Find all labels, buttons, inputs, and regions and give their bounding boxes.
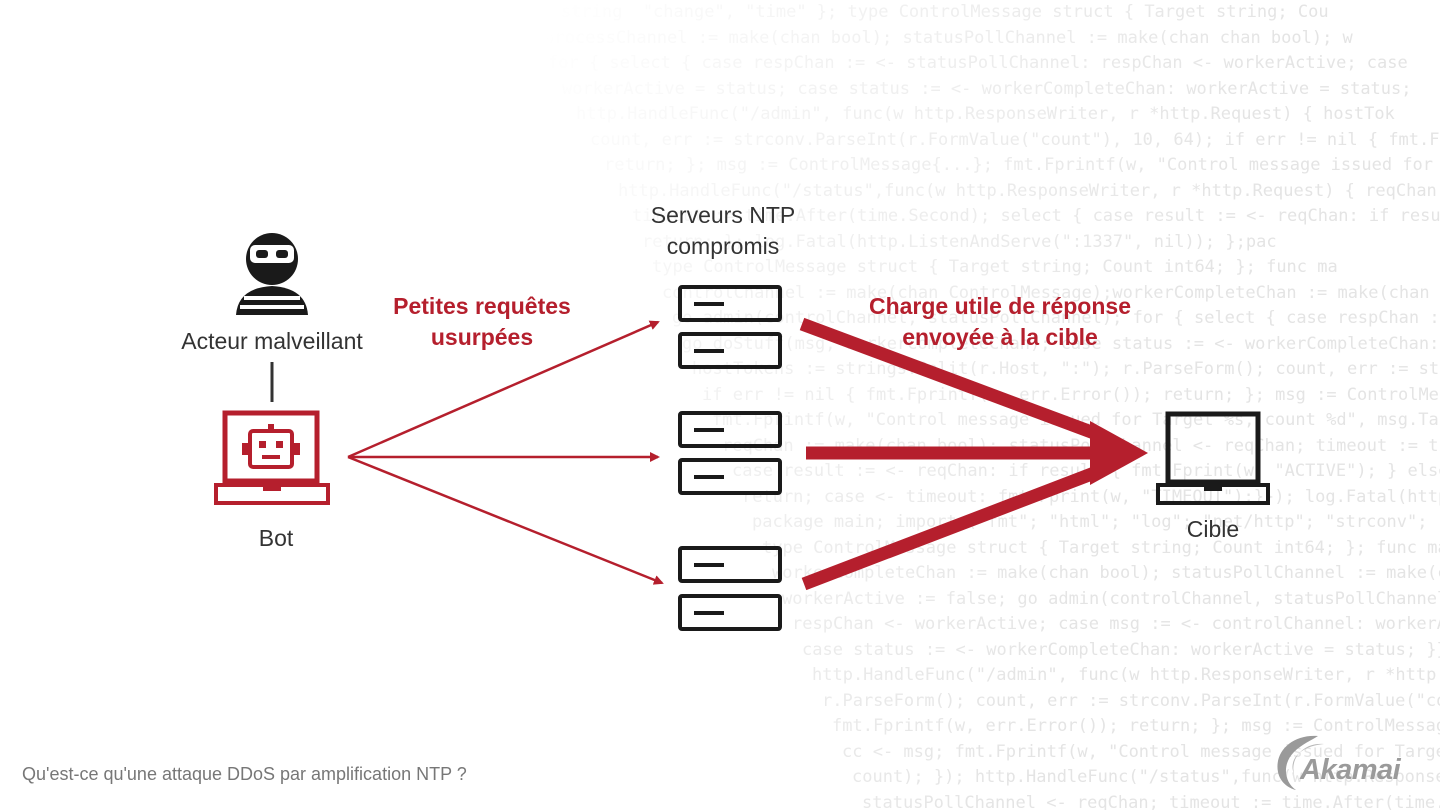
requests-label-line2: usurpées bbox=[430, 324, 534, 350]
laptop-icon bbox=[1156, 411, 1270, 505]
logo-wave-icon bbox=[1277, 735, 1324, 790]
requests-label: Petites requêtes usurpées bbox=[362, 291, 602, 353]
server-rack-icon bbox=[678, 546, 782, 631]
request-arrow-top bbox=[347, 320, 660, 459]
spoofed-request-arrows bbox=[347, 320, 664, 585]
requests-label-line1: Petites requêtes bbox=[393, 293, 571, 319]
hooded-attacker-icon bbox=[236, 233, 308, 315]
servers-label: Serveurs NTP compromis bbox=[610, 200, 836, 262]
laptop-robot-icon bbox=[214, 410, 330, 505]
servers-label-line1: Serveurs NTP bbox=[650, 202, 796, 228]
caption: Qu'est-ce qu'une attaque DDoS par amplif… bbox=[22, 764, 467, 784]
request-arrow-bottom bbox=[347, 455, 664, 585]
payload-label: Charge utile de réponse envoyée à la cib… bbox=[840, 291, 1160, 353]
bot-label: Bot bbox=[258, 525, 294, 551]
server-rack-icon bbox=[678, 411, 782, 495]
akamai-wave-logo: Akamai bbox=[1270, 730, 1420, 792]
target-label: Cible bbox=[1186, 516, 1240, 542]
response-arrowhead bbox=[1090, 421, 1148, 485]
response-arrow-bottom bbox=[801, 463, 1105, 591]
payload-label-line1: Charge utile de réponse bbox=[868, 293, 1131, 319]
server-rack-icon bbox=[678, 285, 782, 369]
amplified-response-arrows bbox=[799, 317, 1148, 591]
actor-label: Acteur malveillant bbox=[181, 328, 363, 354]
servers-label-line2: compromis bbox=[666, 233, 780, 259]
logo-text: Akamai bbox=[1300, 754, 1401, 786]
payload-label-line2: envoyée à la cible bbox=[902, 324, 1098, 350]
response-arrow-top bbox=[799, 317, 1105, 443]
